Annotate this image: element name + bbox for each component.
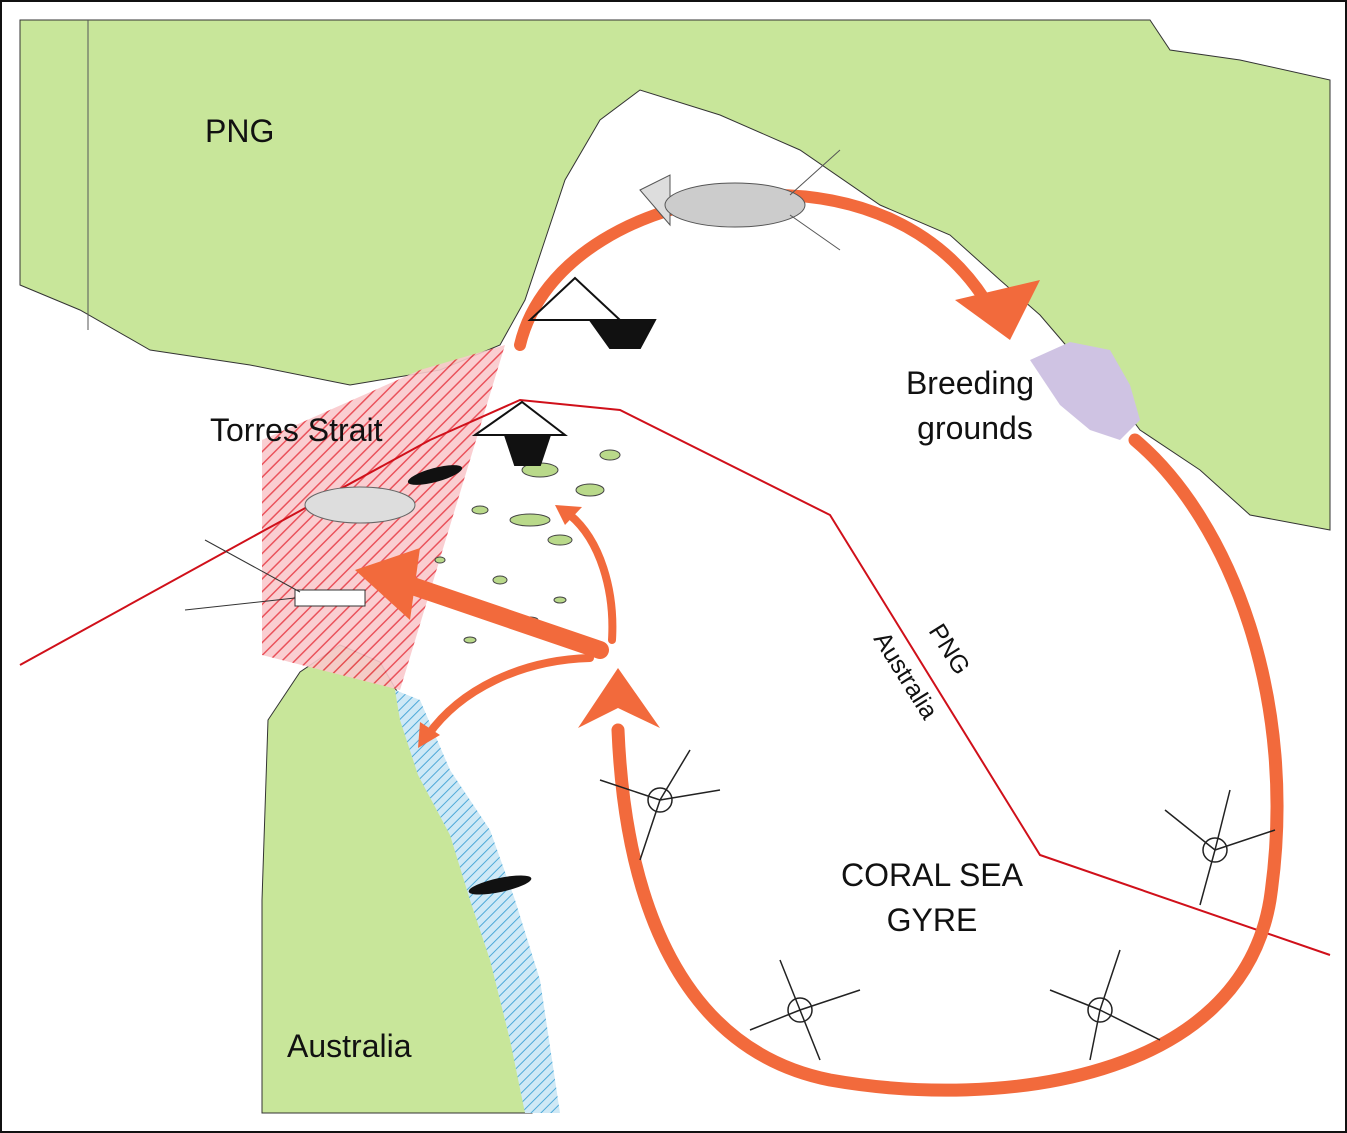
gyre-loop-arrow bbox=[611, 433, 1284, 1097]
label-png: PNG bbox=[205, 113, 275, 149]
diver-icon bbox=[407, 465, 532, 895]
png-landmass bbox=[19, 19, 1331, 531]
arrowhead-torres bbox=[355, 548, 420, 620]
label-australia: Australia bbox=[287, 1028, 412, 1064]
arrow-to-torres bbox=[386, 571, 609, 659]
arrowhead-gyre bbox=[578, 668, 660, 728]
arrow-to-reefs bbox=[566, 511, 617, 644]
arrowhead-breeding bbox=[955, 280, 1040, 340]
label-gyre-line1: CORAL SEA bbox=[841, 857, 1023, 893]
coastal-dive-fishery-zone bbox=[395, 690, 560, 1113]
arrowhead-reefs bbox=[555, 505, 582, 525]
label-gyre-line2: GYRE bbox=[886, 902, 978, 938]
arrow-heads bbox=[355, 280, 1040, 748]
lobster-icon bbox=[639, 149, 841, 251]
label-breeding-line1: Breeding bbox=[905, 365, 1035, 401]
arrowhead-coast bbox=[418, 722, 440, 748]
label-torres-strait: Torres Strait bbox=[210, 412, 383, 448]
png-australia-border bbox=[19, 398, 1331, 956]
breeding-grounds-area bbox=[1030, 342, 1140, 440]
arrow-to-coast bbox=[424, 654, 594, 739]
trawler-icon bbox=[471, 276, 657, 466]
label-breeding-line2: grounds bbox=[917, 410, 1033, 446]
phyllosoma-larva-icon bbox=[599, 749, 1276, 1061]
reefs bbox=[434, 449, 621, 644]
lobster-icon bbox=[184, 539, 366, 611]
lobster-icon bbox=[304, 486, 416, 524]
